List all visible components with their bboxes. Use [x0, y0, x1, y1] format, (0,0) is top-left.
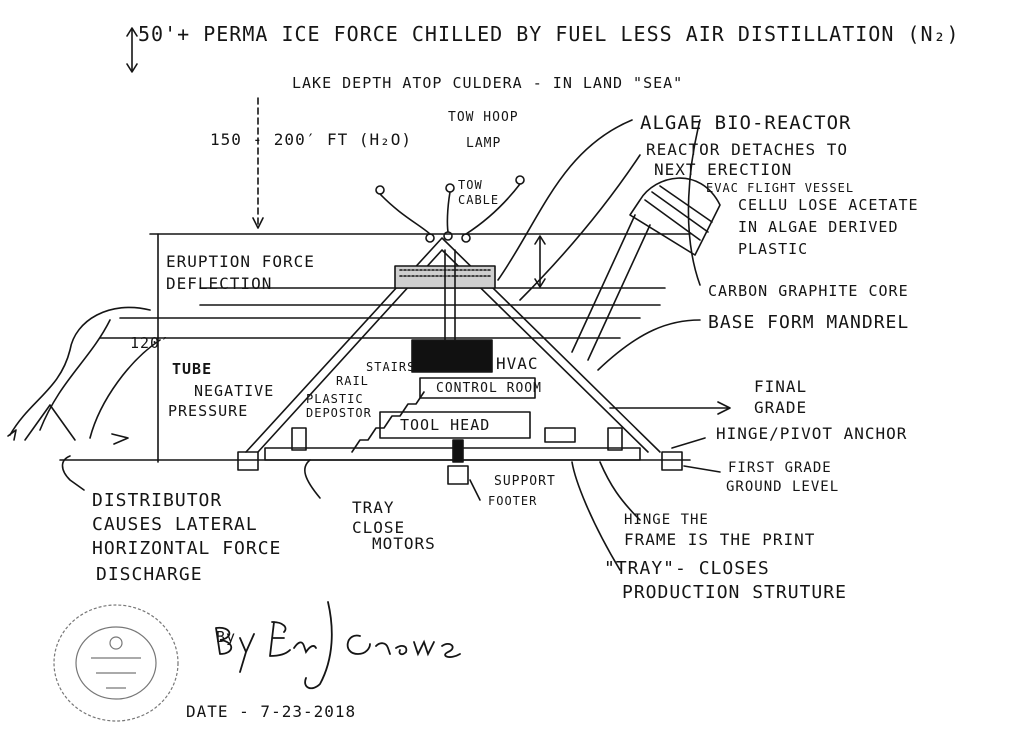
- seal-stamp: [53, 604, 179, 722]
- first-grade-label: FIRST GRADE: [728, 460, 832, 476]
- hvac-label: HVAC: [496, 354, 539, 373]
- cable-label: CABLE: [458, 193, 500, 207]
- stairs-label: STAIRS: [366, 360, 416, 374]
- title-line: 50'+ PERMA ICE FORCE CHILLED BY FUEL LES…: [138, 22, 960, 46]
- ground-level-label: GROUND LEVEL: [726, 479, 840, 495]
- rail-label: RAIL: [336, 374, 369, 388]
- distributor-plume: [9, 306, 151, 436]
- height-label: 120′: [130, 334, 171, 352]
- final-label: FINAL: [754, 377, 808, 396]
- tray-label-3: MOTORS: [372, 534, 436, 553]
- footer-label: FOOTER: [488, 494, 538, 508]
- plastic-depositor-label-1: PLASTIC: [306, 392, 364, 406]
- pyramid-frame: [245, 237, 661, 453]
- base-form-label: BASE FORM MANDREL: [708, 312, 910, 333]
- pressure-label: PRESSURE: [168, 402, 249, 420]
- support-post: [452, 439, 464, 463]
- evac-flight-label: EVAC FLIGHT VESSEL: [706, 181, 855, 195]
- signature-prefix: By: [216, 628, 237, 646]
- tray-label-2: CLOSE: [352, 518, 406, 537]
- plastic-depositor-label-2: DEPOSTOR: [306, 406, 372, 420]
- tow-label: TOW: [458, 178, 483, 192]
- depth-label: 150 - 200′ FT (H₂O): [210, 130, 413, 149]
- hinge-the-label: HINGE THE: [624, 512, 709, 528]
- distributor-label-2: CAUSES LATERAL: [92, 514, 258, 535]
- lamp-label: LAMP: [466, 136, 502, 151]
- next-erection-label: NEXT ERECTION: [654, 160, 793, 179]
- negative-label: NEGATIVE: [194, 382, 275, 400]
- distributor-label-4: DISCHARGE: [96, 564, 203, 585]
- deflection-label: DEFLECTION: [166, 274, 273, 293]
- subtitle-line: LAKE DEPTH ATOP CULDERA - IN LAND "SEA": [292, 74, 684, 92]
- production-label: PRODUCTION STRUTURE: [622, 582, 847, 603]
- cellulose-acetate-label: CELLU LOSE ACETATE: [738, 196, 919, 214]
- control-room-label: CONTROL ROOM: [436, 381, 542, 396]
- tray-closes-label: "TRAY"- CLOSES: [604, 558, 770, 579]
- right-footer: [661, 451, 683, 471]
- reactor-detaches-label: REACTOR DETACHES TO: [646, 140, 849, 159]
- support-label: SUPPORT: [494, 474, 556, 489]
- tow-hoop-label: TOW HOOP: [448, 110, 519, 125]
- handwritten-signature: [215, 601, 461, 690]
- carbon-graphite-label: CARBON GRAPHITE CORE: [708, 282, 909, 300]
- left-footer: [237, 451, 259, 471]
- grade-label: GRADE: [754, 398, 808, 417]
- frame-print-label: FRAME IS THE PRINT: [624, 530, 816, 549]
- algae-bioreactor-label: ALGAE BIO-REACTOR: [640, 112, 852, 134]
- date-label: DATE - 7-23-2018: [186, 702, 357, 721]
- tool-head-box: [379, 411, 531, 439]
- tube-label: TUBE: [172, 360, 213, 378]
- distributor-label-1: DISTRIBUTOR: [92, 490, 223, 511]
- eruption-force-label: ERUPTION FORCE: [166, 252, 315, 271]
- hinge-pivot-label: HINGE/PIVOT ANCHOR: [716, 424, 908, 443]
- control-room-box: [411, 339, 493, 373]
- stairs-rail: [351, 391, 425, 453]
- plastic-label: PLASTIC: [738, 240, 809, 258]
- center-footer: [447, 465, 469, 485]
- tray-label-1: TRAY: [352, 498, 395, 517]
- distributor-label-3: HORIZONTAL FORCE: [92, 538, 282, 559]
- algae-derived-label: IN ALGAE DERIVED: [738, 218, 899, 236]
- tool-head-label: TOOL HEAD: [400, 416, 491, 434]
